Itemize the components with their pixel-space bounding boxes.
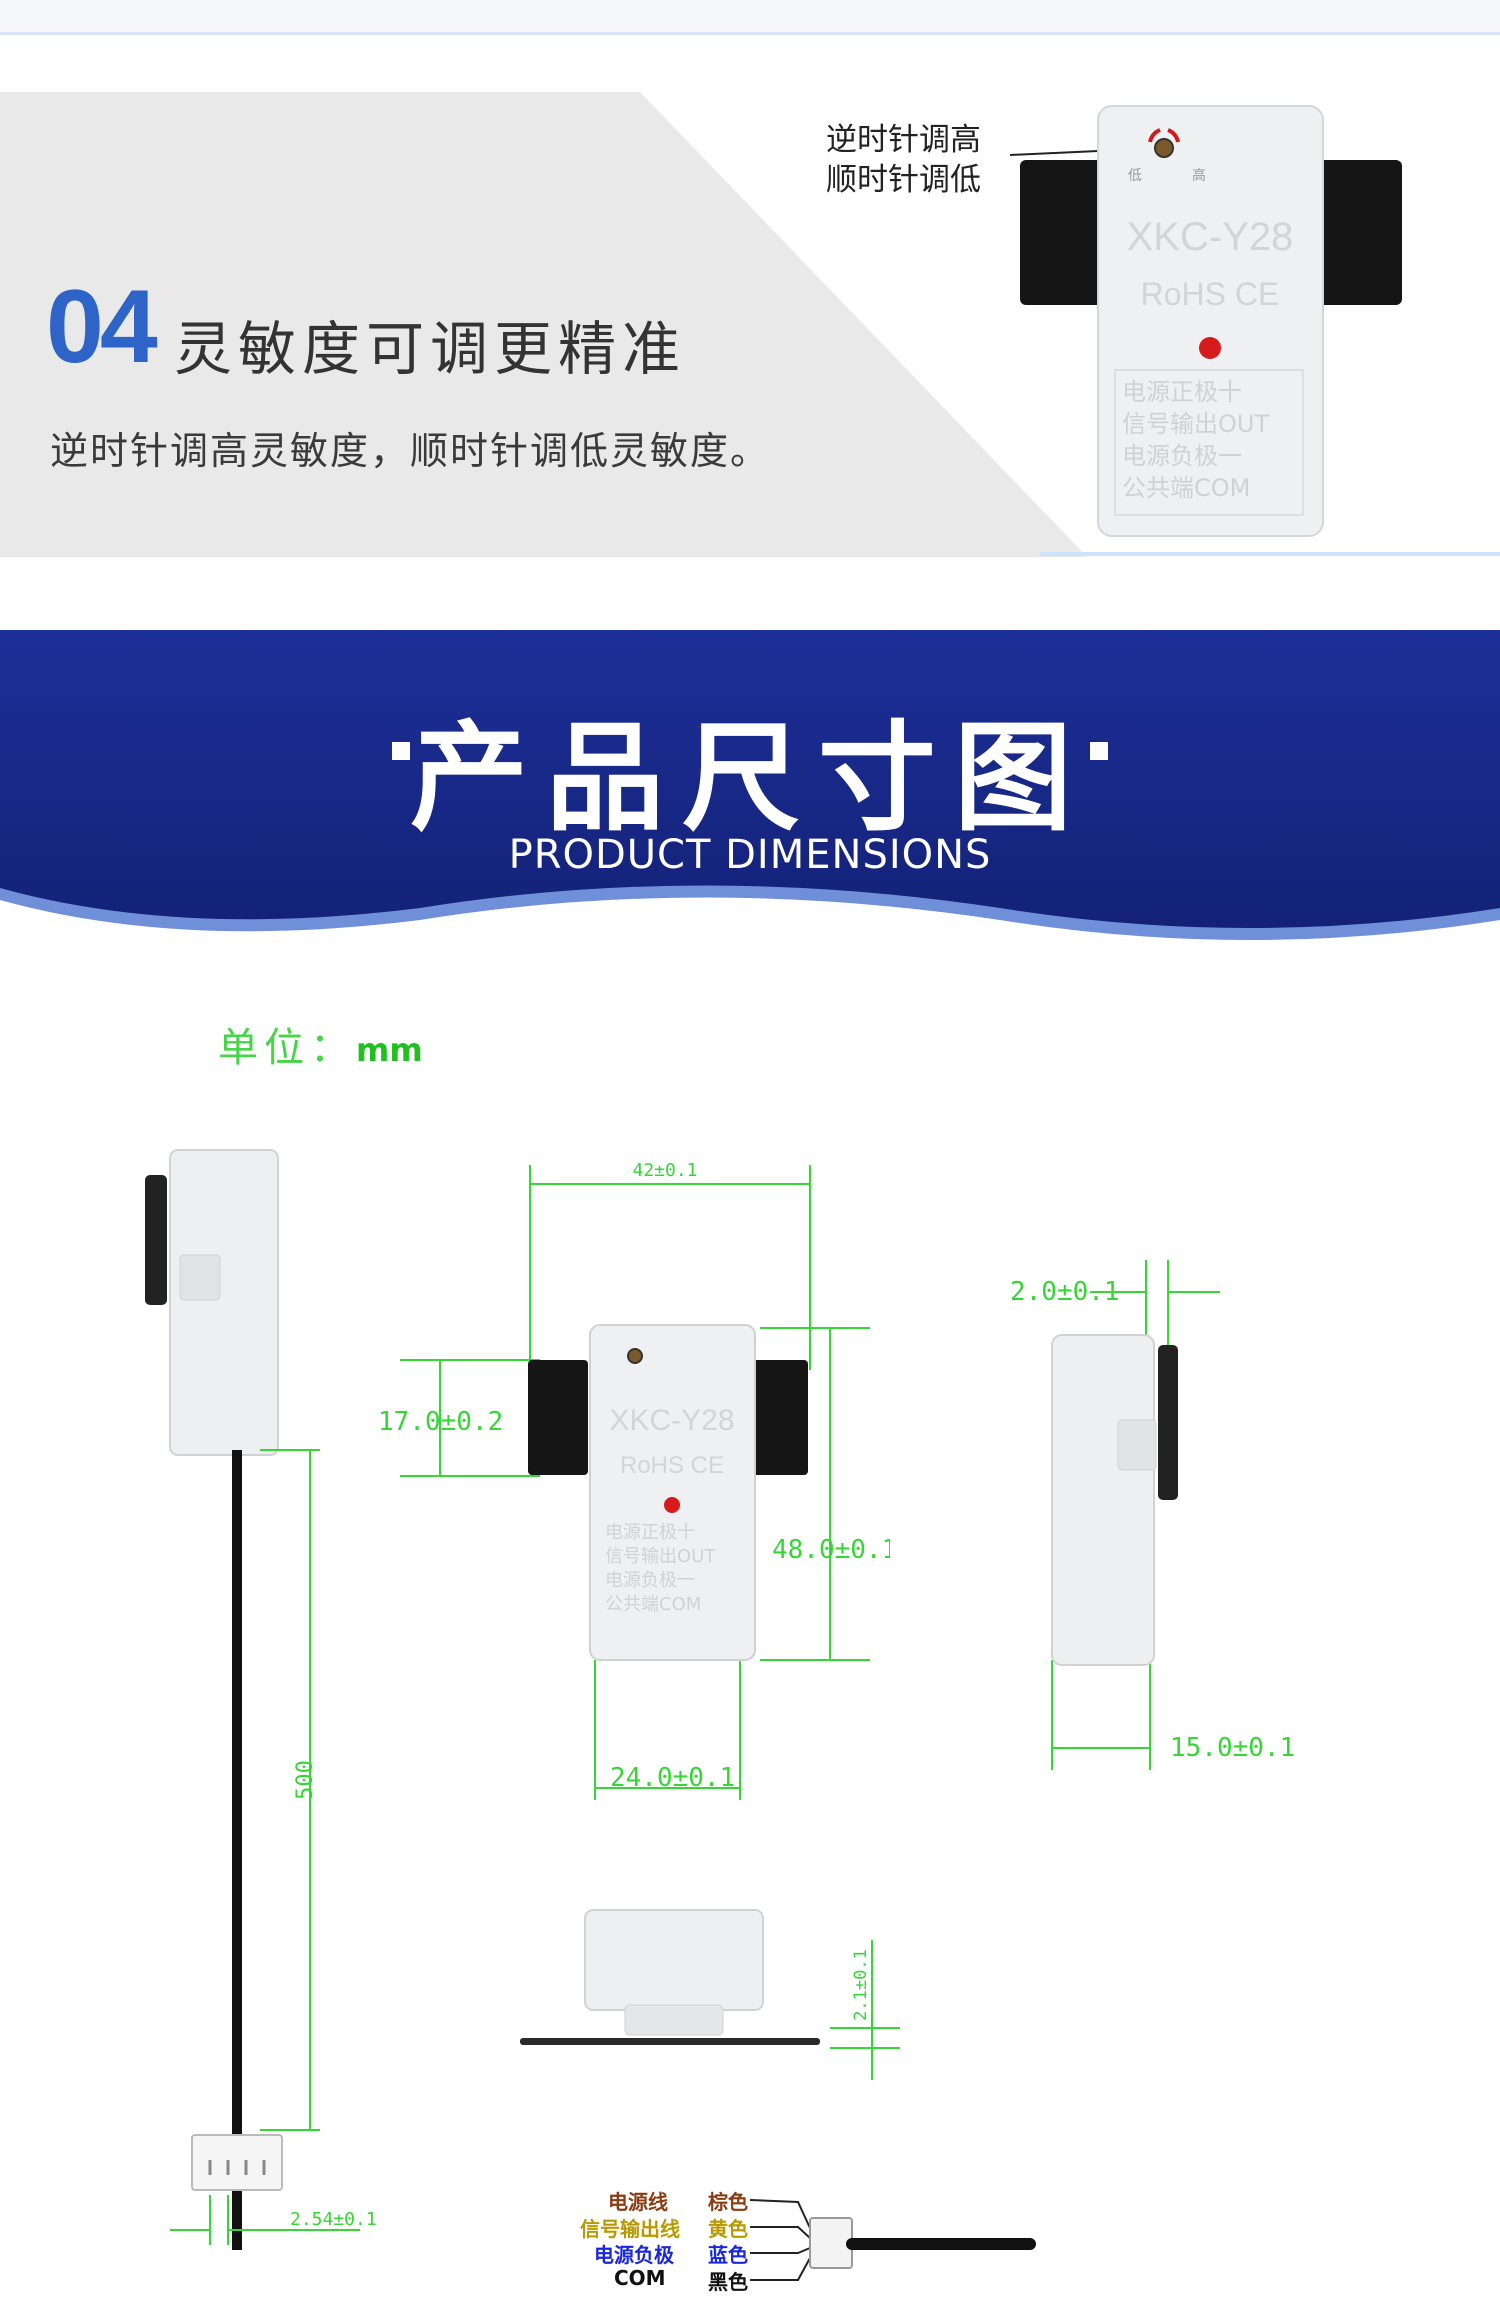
cable-view-pad — [145, 1175, 167, 1305]
front-pin-label-3: 电源负极一 — [605, 1570, 695, 1591]
adhesive-pad-left — [1020, 160, 1120, 305]
knob-annotation: 逆时针调高 顺时针调低 — [826, 120, 981, 200]
feature-panel-accent-line — [1040, 552, 1500, 556]
model-embossed: XKC-Y28 — [1127, 215, 1294, 259]
cable — [232, 1450, 242, 2250]
connector — [191, 2134, 283, 2191]
front-pin-label-2: 信号输出OUT — [605, 1546, 716, 1567]
pin-label-3: 电源负极一 — [1122, 442, 1242, 470]
profile-clip — [624, 2004, 724, 2036]
feature-description: 逆时针调高灵敏度，顺时针调低灵敏度。 — [50, 429, 771, 473]
wiring-connector — [809, 2217, 853, 2269]
width-bottom-label: 24.0±0.1 — [610, 1763, 735, 1793]
wire-3-color: 蓝色 — [708, 2243, 748, 2267]
side-body — [1051, 1334, 1155, 1666]
side-top-label: 2.0±0.1 — [1010, 1277, 1120, 1307]
width-top-label: 42±0.1 — [632, 1160, 697, 1181]
front-body — [589, 1324, 756, 1661]
front-model-embossed: XKC-Y28 — [609, 1404, 734, 1437]
front-cert-embossed: RoHS CE — [620, 1452, 724, 1479]
profile-pad — [520, 2038, 820, 2045]
front-pin-label-4: 公共端COM — [605, 1594, 701, 1615]
top-divider — [0, 0, 1500, 35]
pin-label-4: 公共端COM — [1122, 474, 1250, 502]
banner-bullet-right — [1090, 742, 1108, 760]
cw-arrow-icon — [1167, 128, 1180, 143]
annotation-cw: 顺时针调低 — [826, 162, 981, 198]
profile-view-drawing: 2.1±0.1 — [520, 1909, 900, 2080]
banner-title: 产品尺寸图 — [409, 709, 1090, 847]
banner-subtitle: PRODUCT DIMENSIONS — [508, 832, 992, 878]
cable-length-label: 500 — [293, 1760, 318, 1800]
feature-title: 灵敏度可调更精准 — [174, 315, 687, 383]
wiring-diagram — [749, 2199, 1036, 2281]
side-bottom-label: 15.0±0.1 — [1170, 1733, 1295, 1763]
front-knob — [627, 1348, 643, 1364]
cert-embossed: RoHS CE — [1141, 276, 1280, 312]
cable-view-drawing: 500 2.54±0.1 — [145, 1149, 377, 2250]
annotation-ccw: 逆时针调高 — [826, 122, 981, 158]
sensitivity-knob — [1154, 138, 1174, 158]
adhesive-pad-right — [1310, 160, 1402, 305]
wire-1-name: 电源线 — [608, 2190, 668, 2214]
cable-view-body — [169, 1149, 279, 1456]
profile-body — [584, 1909, 764, 2011]
pin-label-2: 信号输出OUT — [1122, 410, 1269, 438]
dimensions-banner — [0, 630, 1500, 940]
knob-low-label: 低 — [1128, 168, 1142, 184]
side-pad — [1158, 1345, 1178, 1500]
ccw-arrow-icon — [1148, 128, 1161, 143]
wire-4-color: 黑色 — [708, 2270, 748, 2294]
thickness-label: 2.1±0.1 — [851, 1949, 871, 2021]
unit-value: mm — [356, 1031, 423, 1069]
unit-label: 单位：mm — [218, 1015, 423, 1073]
wire-3-name: 电源负极 — [594, 2243, 674, 2267]
pin-label-1: 电源正极十 — [1122, 378, 1242, 406]
pin-label-frame — [1114, 369, 1304, 516]
front-view-drawing: XKC-Y28 RoHS CE 电源正极十 信号输出OUT 电源负极一 公共端C… — [378, 1160, 890, 1800]
side-view-drawing: 2.0±0.1 15.0±0.1 — [1010, 1260, 1295, 1770]
pin-pitch-label: 2.54±0.1 — [290, 2209, 377, 2230]
height-left-label: 17.0±0.2 — [378, 1407, 503, 1437]
height-right-label: 48.0±0.1 — [772, 1535, 890, 1565]
wire-1-color: 棕色 — [708, 2190, 748, 2214]
sensor-body — [1097, 105, 1324, 537]
side-clip — [1117, 1419, 1157, 1471]
front-pad-right — [750, 1360, 808, 1475]
knob-high-label: 高 — [1192, 167, 1206, 184]
front-pad-left — [528, 1360, 588, 1475]
banner-bullet-left — [392, 742, 410, 760]
led-indicator — [1199, 337, 1221, 359]
unit-prefix: 单位： — [218, 1025, 356, 1071]
wire-2-color: 黄色 — [708, 2217, 748, 2241]
feature-number: 04 — [46, 269, 158, 385]
front-pin-label-1: 电源正极十 — [605, 1522, 695, 1543]
wire-2-name: 信号输出线 — [580, 2217, 680, 2241]
cable-view-clip — [179, 1254, 221, 1301]
front-led — [664, 1497, 680, 1513]
wire-4-name: COM — [614, 2266, 666, 2290]
sensor-photo-large: 低 高 XKC-Y28 RoHS CE 电源正极十 信号输出OUT 电源负极一 … — [1010, 105, 1402, 537]
